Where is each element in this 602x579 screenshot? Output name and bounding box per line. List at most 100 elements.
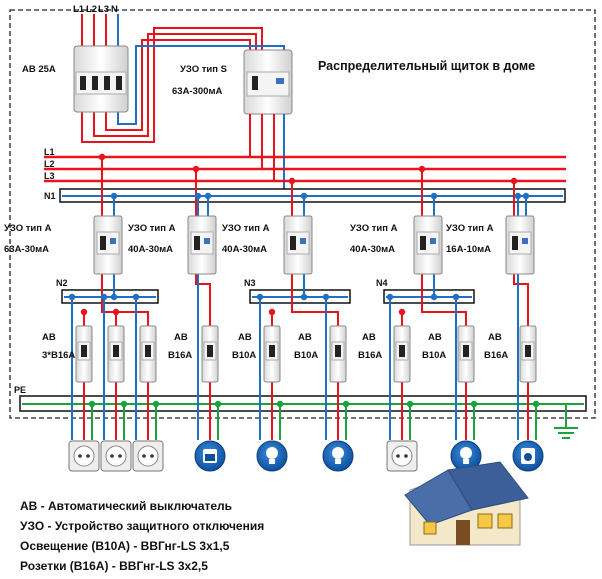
diagram-title: Распределительный щиток в доме bbox=[318, 59, 535, 73]
rcd-type-label: УЗО тип А bbox=[128, 223, 176, 234]
junction-dot bbox=[100, 293, 108, 301]
junction-dot bbox=[452, 293, 460, 301]
circuit-breaker bbox=[75, 325, 93, 383]
legend-item: АВ - Автоматический выключатель bbox=[20, 499, 233, 513]
stove-icon bbox=[194, 440, 226, 472]
socket-icon bbox=[100, 440, 132, 472]
incoming-wires bbox=[81, 14, 119, 46]
socket-icon bbox=[386, 440, 418, 472]
junction-dot bbox=[430, 192, 438, 200]
rcd-device bbox=[187, 215, 217, 275]
top-label-l1: L1 bbox=[73, 4, 85, 15]
rcd-device bbox=[283, 215, 313, 275]
circuit-breaker bbox=[519, 325, 537, 383]
rcd-rating-label: 40А-30мА bbox=[222, 244, 267, 255]
junction-dot bbox=[110, 192, 118, 200]
junction-dot bbox=[194, 192, 202, 200]
top-label-l3: L3 bbox=[98, 4, 109, 15]
junction-dot bbox=[300, 192, 308, 200]
top-label-l2: L2 bbox=[86, 4, 97, 15]
rcd-device bbox=[505, 215, 535, 275]
socket-icon bbox=[132, 440, 164, 472]
rcd-type-label: УЗО тип А bbox=[446, 223, 494, 234]
legend-item: Розетки (В16А) - ВВГнг-LS 3х2,5 bbox=[20, 559, 208, 573]
junction-dot bbox=[214, 400, 222, 408]
main-breaker-label: АВ 25А bbox=[22, 64, 56, 75]
circuit-breaker bbox=[107, 325, 125, 383]
junction-dot bbox=[514, 192, 522, 200]
bus-label-l2: L2 bbox=[44, 159, 55, 169]
top-label-n: N bbox=[111, 4, 118, 15]
bus-label-n2: N2 bbox=[56, 278, 68, 288]
junction-dot bbox=[120, 400, 128, 408]
rcd-type-label: УЗО тип А bbox=[350, 223, 398, 234]
rcd-rating-label: 63А-30мА bbox=[4, 244, 49, 255]
cabinet-frame bbox=[9, 9, 596, 419]
bus-label-n3: N3 bbox=[244, 278, 256, 288]
socket-icon bbox=[68, 440, 100, 472]
breaker-rating: В16А bbox=[358, 350, 382, 361]
junction-dot bbox=[256, 293, 264, 301]
legend: АВ - Автоматический выключатель УЗО - Ус… bbox=[20, 496, 264, 576]
main-rcd-type: УЗО тип S bbox=[180, 64, 227, 75]
breaker-rating: В16А bbox=[484, 350, 508, 361]
junction-dots bbox=[68, 153, 540, 408]
rcd-rating-label: 40А-30мА bbox=[128, 244, 173, 255]
main-feed-wires bbox=[81, 27, 285, 143]
breaker-label: АВ bbox=[42, 332, 56, 343]
circuit-breaker bbox=[329, 325, 347, 383]
junction-dot bbox=[112, 308, 120, 316]
legend-item: Освещение (В10А) - ВВГнг-LS 3х1,5 bbox=[20, 539, 230, 553]
legend-item: УЗО - Устройство защитного отключения bbox=[20, 519, 265, 533]
house-icon bbox=[404, 461, 529, 546]
junction-dot bbox=[510, 177, 518, 185]
junction-dot bbox=[276, 400, 284, 408]
breaker-label: АВ bbox=[298, 332, 312, 343]
circuit-breaker bbox=[139, 325, 157, 383]
junction-dot bbox=[406, 400, 414, 408]
main-rcd-outputs bbox=[249, 114, 285, 196]
breaker-label: АВ bbox=[238, 332, 252, 343]
main-breaker bbox=[73, 45, 129, 113]
rcd-device bbox=[413, 215, 443, 275]
junction-dot bbox=[470, 400, 478, 408]
circuit-labels: УЗО тип А 63А-30мА УЗО тип А 40А-30мА УЗО ти… bbox=[4, 223, 508, 361]
breaker-label: АВ bbox=[428, 332, 442, 343]
junction-dot bbox=[192, 165, 200, 173]
junction-dot bbox=[532, 400, 540, 408]
junction-dot bbox=[418, 165, 426, 173]
bus-label-l3: L3 bbox=[44, 171, 55, 181]
rcd-type-label: УЗО тип А bbox=[222, 223, 270, 234]
bus-label-n1: N1 bbox=[44, 191, 56, 201]
junction-dot bbox=[88, 400, 96, 408]
breaker-rating: В16А bbox=[168, 350, 192, 361]
bus-label-l1: L1 bbox=[44, 147, 55, 157]
rcd-device bbox=[93, 215, 123, 275]
junction-dot bbox=[268, 308, 276, 316]
main-rcd bbox=[243, 49, 293, 115]
junction-dot bbox=[98, 153, 106, 161]
junction-dot bbox=[300, 293, 308, 301]
junction-dot bbox=[68, 293, 76, 301]
breaker-label: АВ bbox=[488, 332, 502, 343]
lightbulb-icon bbox=[322, 440, 354, 472]
phase-buses bbox=[44, 155, 566, 183]
breaker-rating: В10А bbox=[232, 350, 256, 361]
lightbulb-icon bbox=[256, 440, 288, 472]
circuit-breaker bbox=[393, 325, 411, 383]
circuit-breaker bbox=[201, 325, 219, 383]
rcd-rating-label: 40А-30мА bbox=[350, 244, 395, 255]
junction-dot bbox=[80, 308, 88, 316]
breaker-rating: 3*В16А bbox=[42, 350, 75, 361]
washing-machine-icon bbox=[512, 440, 544, 472]
breaker-rating: В10А bbox=[422, 350, 446, 361]
junction-dot bbox=[430, 293, 438, 301]
circuit-breaker bbox=[457, 325, 475, 383]
circuit-breaker bbox=[263, 325, 281, 383]
bus-label-n4: N4 bbox=[376, 278, 388, 288]
circuit-loads bbox=[68, 440, 544, 472]
main-rcd-rating: 63А-300мА bbox=[172, 86, 222, 97]
breaker-label: АВ bbox=[362, 332, 376, 343]
